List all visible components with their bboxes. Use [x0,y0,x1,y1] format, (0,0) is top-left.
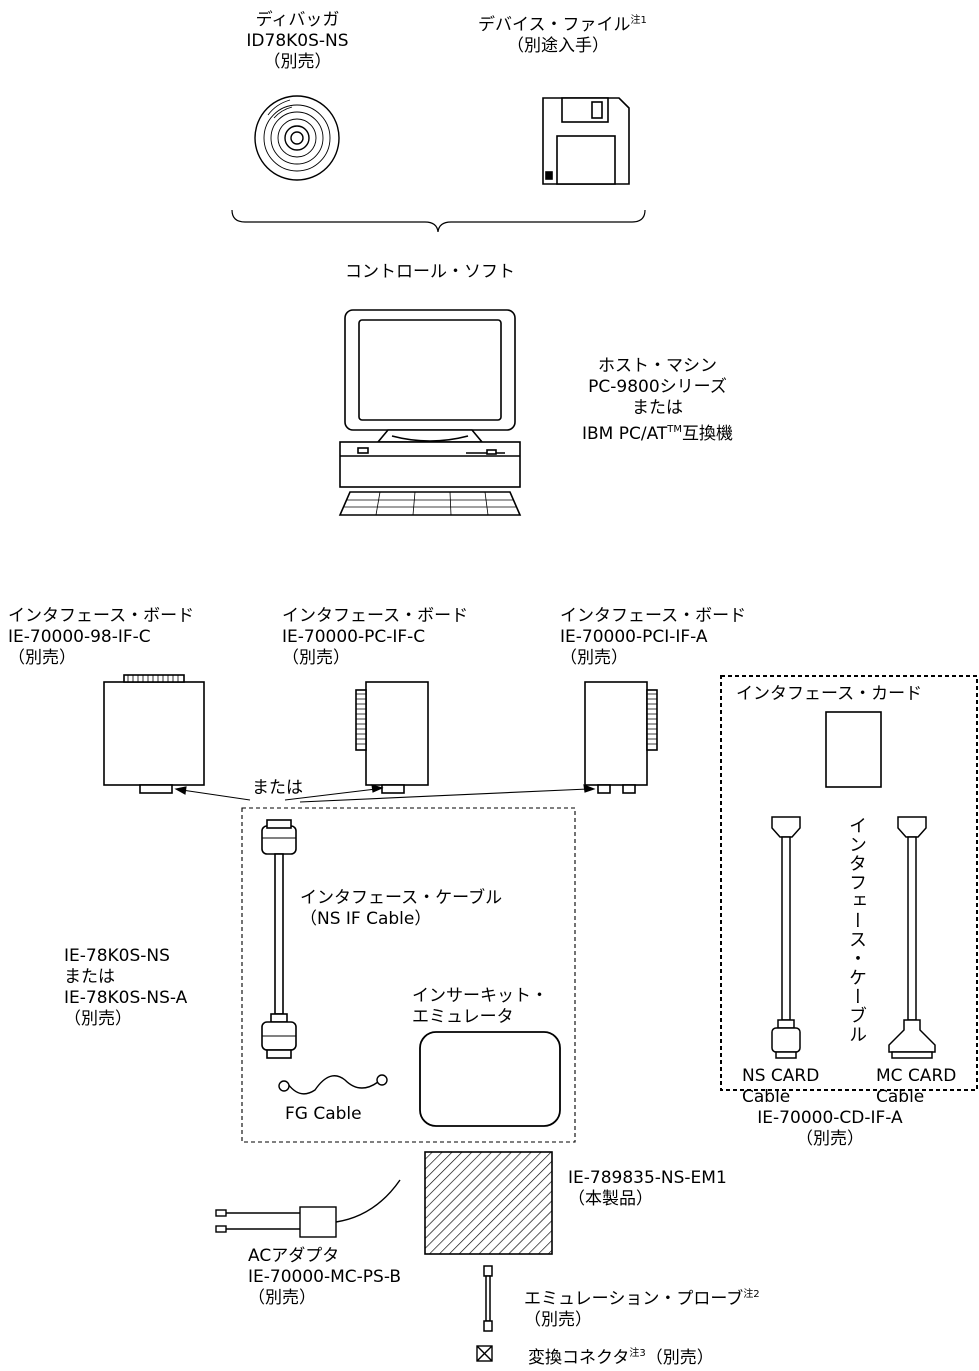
device-file-note-ref: 注1 [630,15,647,26]
in-circuit-line1: インサーキット・ [412,986,548,1006]
ns-card-cable-icon [771,816,801,1059]
emulator-line4: （別売） [64,1009,132,1029]
product-board-icon [424,1151,553,1255]
mc-card-cable-icon [888,816,936,1059]
probe-note: （別売） [524,1310,592,1330]
converter-title: 変換コネクタ [528,1348,630,1368]
board1-label: インタフェース・ボード IE-70000-98-IF-C （別売） [8,606,194,669]
probe-label: エミュレーション・プローブ注2 （別売） [524,1284,760,1331]
debugger-note: （別売） [263,52,332,72]
ns-card-cable-label: NS CARD Cable [742,1066,819,1108]
fg-cable-icon [278,1074,388,1095]
board1-note: （別売） [8,648,76,668]
board1-model: IE-70000-98-IF-C [8,627,151,647]
host-tm: TM [667,424,683,435]
board3-model: IE-70000-PCI-IF-A [560,627,708,647]
ac-adapter-label: ACアダプタ IE-70000-MC-PS-B （別売） [248,1246,401,1309]
board3-title: インタフェース・ボード [560,606,747,626]
or-label: または [252,778,303,798]
ac-adapter-icon [215,1179,401,1238]
emulator-group-label: IE-78K0S-NS または IE-78K0S-NS-A （別売） [64,946,187,1030]
in-circuit-label: インサーキット・ エミュレータ [412,986,548,1028]
device-file-label: デバイス・ファイル注1 （別途入手） [478,10,647,57]
ns-card-cable-line1: NS CARD [742,1066,820,1086]
interface-board-pci-icon [584,681,658,794]
if-cable-title: インタフェース・ケーブル [300,888,503,908]
ac-adapter-title: ACアダプタ [248,1246,340,1266]
product-label: IE-789835-NS-EM1 （本製品） [568,1168,727,1210]
interface-card-title: インタフェース・カード [736,684,923,704]
host-machine-label: ホスト・マシン PC-9800シリーズ または IBM PC/ATTM互換機 [565,356,750,445]
converter-label: 変換コネクタ注3（別売） [528,1343,714,1369]
mc-card-cable-line2: Cable [876,1087,925,1107]
board2-model: IE-70000-PC-IF-C [282,627,426,647]
ns-card-cable-line2: Cable [742,1087,791,1107]
card-model: IE-70000-CD-IF-A [757,1108,903,1128]
interface-board-pc-icon [355,681,429,794]
device-file-title: デバイス・ファイル [478,15,631,35]
device-file-note: （別途入手） [507,36,609,56]
board2-title: インタフェース・ボード [282,606,469,626]
control-software-label: コントロール・ソフト [345,262,515,282]
host-line4: IBM PC/ATTM互換機 [565,419,750,445]
board3-label: インタフェース・ボード IE-70000-PCI-IF-A （別売） [560,606,746,669]
probe-title: エミュレーション・プローブ [524,1289,744,1309]
interface-board-98-icon [103,674,205,794]
mc-card-cable-line1: MC CARD [876,1066,957,1086]
host-line3: または [632,398,683,418]
if-cable-icon [261,819,297,1059]
cd-rom-icon [254,95,340,181]
emulator-package-box [241,807,576,1143]
in-circuit-emulator-icon [419,1031,561,1127]
emulator-line2: または [64,967,115,987]
emulator-line1: IE-78K0S-NS [64,946,170,966]
product-model: IE-789835-NS-EM1 [568,1168,727,1188]
conversion-connector-icon [476,1345,493,1362]
if-cable-sub: （NS IF Cable） [300,909,432,929]
host-computer-icon [338,309,522,516]
host-compatible: 互換機 [682,424,734,444]
emulator-line3: IE-78K0S-NS-A [64,988,188,1008]
debugger-model: ID78K0S-NS [246,31,349,51]
debugger-label: ディバッガ ID78K0S-NS （別売） [240,10,355,73]
board1-title: インタフェース・ボード [8,606,195,626]
board2-label: インタフェース・ボード IE-70000-PC-IF-C （別売） [282,606,468,669]
in-circuit-line2: エミュレータ [412,1007,514,1027]
ac-adapter-model: IE-70000-MC-PS-B [248,1267,402,1287]
emulation-probe-icon [483,1265,493,1332]
host-line1: ホスト・マシン [598,356,717,376]
converter-note: （別売） [645,1348,714,1368]
interface-card-package-box [720,675,978,1091]
fg-cable-label: FG Cable [285,1104,362,1124]
software-brace [231,209,646,233]
host-line2: PC-9800シリーズ [588,377,727,397]
card-package-label: IE-70000-CD-IF-A （別売） [745,1108,915,1150]
ac-adapter-note: （別売） [248,1288,316,1308]
probe-note-ref: 注2 [743,1289,760,1300]
device-file-title-line: デバイス・ファイル注1 [478,10,647,36]
floppy-disk-icon [542,97,630,185]
mc-card-cable-label: MC CARD Cable [876,1066,956,1108]
converter-note-ref: 注3 [629,1348,646,1359]
product-note: （本製品） [568,1189,653,1209]
board3-note: （別売） [560,648,628,668]
probe-title-line: エミュレーション・プローブ注2 [524,1284,760,1310]
card-cable-vertical-label: インタフェース・ケーブル [846,816,867,1044]
card-note: （別売） [796,1129,864,1149]
interface-card-icon [825,711,882,788]
board2-note: （別売） [282,648,350,668]
host-ibm: IBM PC/AT [581,424,668,444]
if-cable-label: インタフェース・ケーブル （NS IF Cable） [300,888,502,930]
debugger-title: ディバッガ [255,10,340,30]
connection-arrows [174,784,596,803]
